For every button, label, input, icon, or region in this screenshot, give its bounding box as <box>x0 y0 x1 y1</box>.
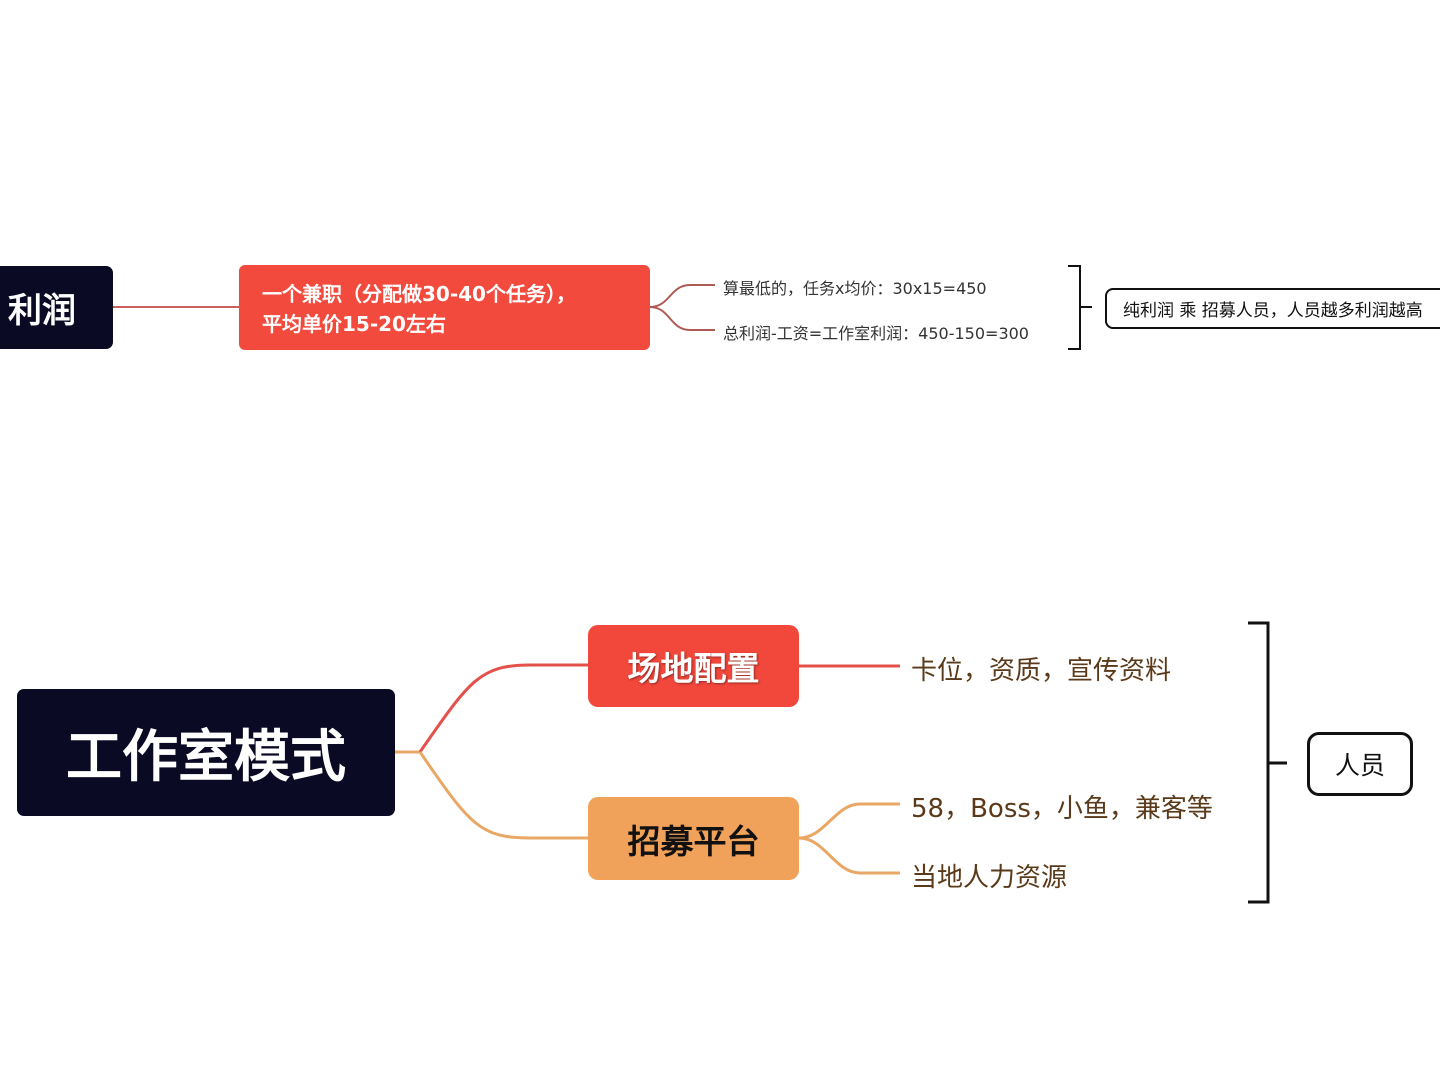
root-label: 利润 <box>8 291 76 331</box>
leaf-min-calc[interactable]: 算最低的，任务x均价：30x15=450 <box>723 279 987 298</box>
connector-venue <box>418 663 588 753</box>
node-venue[interactable]: 场地配置 <box>588 625 799 707</box>
node-line-1: 一个兼职（分配做30-40个任务）， <box>262 282 576 306</box>
summary-profit[interactable]: 纯利润 乘 招募人员，人员越多利润越高 <box>1105 288 1440 329</box>
summary-staff[interactable]: 人员 <box>1307 732 1413 796</box>
leaf-platforms[interactable]: 58，Boss，小鱼，兼客等 <box>911 794 1213 824</box>
node-parttime[interactable]: 一个兼职（分配做30-40个任务）， 平均单价15-20左右 <box>239 265 650 350</box>
connector-leaf-2 <box>649 306 715 331</box>
leaf-venue[interactable]: 卡位，资质，宣传资料 <box>911 656 1172 686</box>
leaf-profit-calc[interactable]: 总利润-工资=工作室利润：450-150=300 <box>723 324 1029 343</box>
connector-recruit-leaf-1 <box>798 802 900 840</box>
summary-text: 纯利润 乘 招募人员，人员越多利润越高 <box>1123 301 1423 321</box>
summary-bracket-bottom <box>1248 621 1287 904</box>
connector-recruit-leaf-2 <box>798 836 900 875</box>
leaf-local-hr[interactable]: 当地人力资源 <box>911 863 1068 893</box>
root-node-profit[interactable]: 利润 <box>0 266 113 349</box>
summary-bracket <box>1068 265 1092 350</box>
node-line-2: 平均单价15-20左右 <box>262 312 446 336</box>
root-node-studio[interactable]: 工作室模式 <box>17 689 395 816</box>
node-label: 招募平台 <box>627 821 760 861</box>
summary-text: 人员 <box>1334 751 1385 780</box>
root-label: 工作室模式 <box>66 725 346 790</box>
node-label: 场地配置 <box>627 649 760 688</box>
connector-leaf-1 <box>649 284 715 308</box>
connector-recruit <box>418 751 588 840</box>
node-recruit[interactable]: 招募平台 <box>588 797 799 880</box>
